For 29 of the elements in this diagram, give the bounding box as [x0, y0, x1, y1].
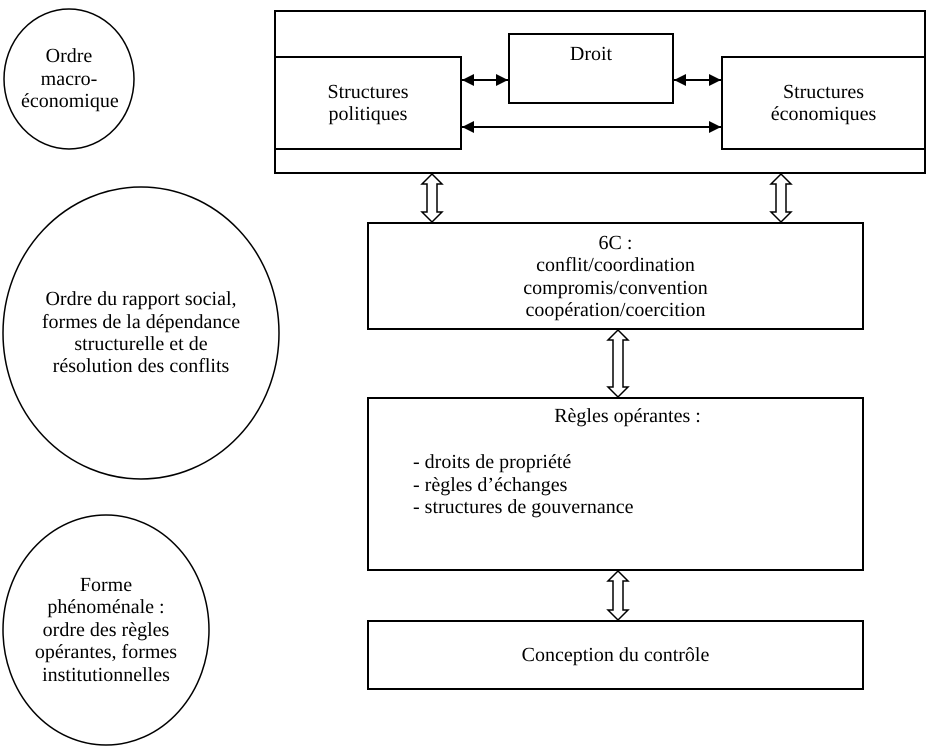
node-text: - droits de propriété [413, 451, 572, 474]
hollow-double-arrow [769, 172, 793, 224]
container-box [274, 10, 926, 174]
process-box [367, 222, 864, 330]
hollow-double-arrow [420, 172, 444, 224]
node-title: Droit [570, 43, 612, 66]
node-text: compromis/convention [523, 276, 708, 300]
process-box [367, 620, 864, 690]
hollow-double-arrow [606, 570, 630, 622]
node-title: Ordre du rapport social, formes de la dépendance structurelle et de résolution des conflits [40, 288, 242, 378]
double-arrow [462, 121, 721, 133]
node-text: - règles d’échanges [413, 474, 568, 496]
node-title: Ordre macro-économique [21, 45, 117, 113]
node-title: Structures politiques [326, 80, 410, 126]
node-title: 6C : [598, 232, 632, 254]
node-title: Règles opérantes : [553, 405, 702, 428]
node-text: conflit/coordination [536, 254, 695, 277]
process-box [274, 56, 462, 150]
node-title: Structures économiques [770, 80, 878, 126]
process-box [367, 397, 864, 571]
hollow-double-arrow [606, 328, 630, 398]
double-arrow [674, 74, 721, 86]
double-arrow [462, 74, 508, 86]
node-title: Forme phénoménale : ordre des règles opérantes, formes institutionnelles [34, 574, 178, 686]
process-box [721, 56, 926, 150]
process-box [508, 33, 674, 104]
node-text: coopération/coercition [526, 299, 706, 322]
node-text: - structures de gouvernance [413, 496, 634, 519]
node-title: Conception du contrôle [522, 644, 710, 666]
